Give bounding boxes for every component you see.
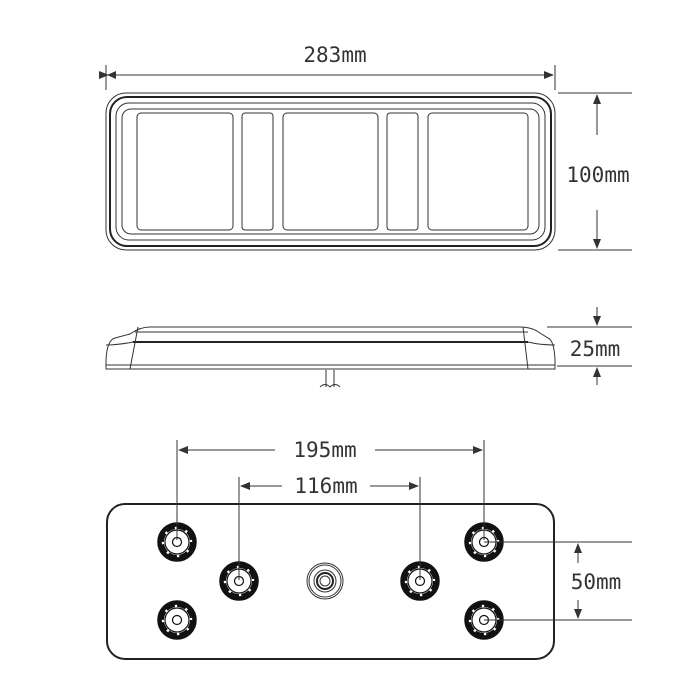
side-view bbox=[105, 326, 556, 388]
vertical-mount-spacing-label: 50mm bbox=[571, 570, 622, 594]
lens-strip-left bbox=[241, 112, 274, 231]
cable-stub bbox=[319, 370, 341, 388]
height-label: 100mm bbox=[566, 163, 629, 187]
lens-panel-left bbox=[136, 112, 234, 231]
front-view bbox=[105, 92, 556, 251]
length-label: 283mm bbox=[303, 43, 366, 67]
lens-panel-right bbox=[427, 112, 529, 231]
lens-strip-right bbox=[386, 112, 419, 231]
outer-mount-spacing-label: 195mm bbox=[293, 438, 356, 462]
depth-label: 25mm bbox=[570, 337, 621, 361]
rear-view bbox=[106, 503, 555, 660]
mounting-stud bbox=[157, 600, 197, 640]
cable-grommet bbox=[306, 562, 344, 600]
inner-mount-spacing-label: 116mm bbox=[294, 474, 357, 498]
lens-panel-center bbox=[282, 112, 379, 231]
